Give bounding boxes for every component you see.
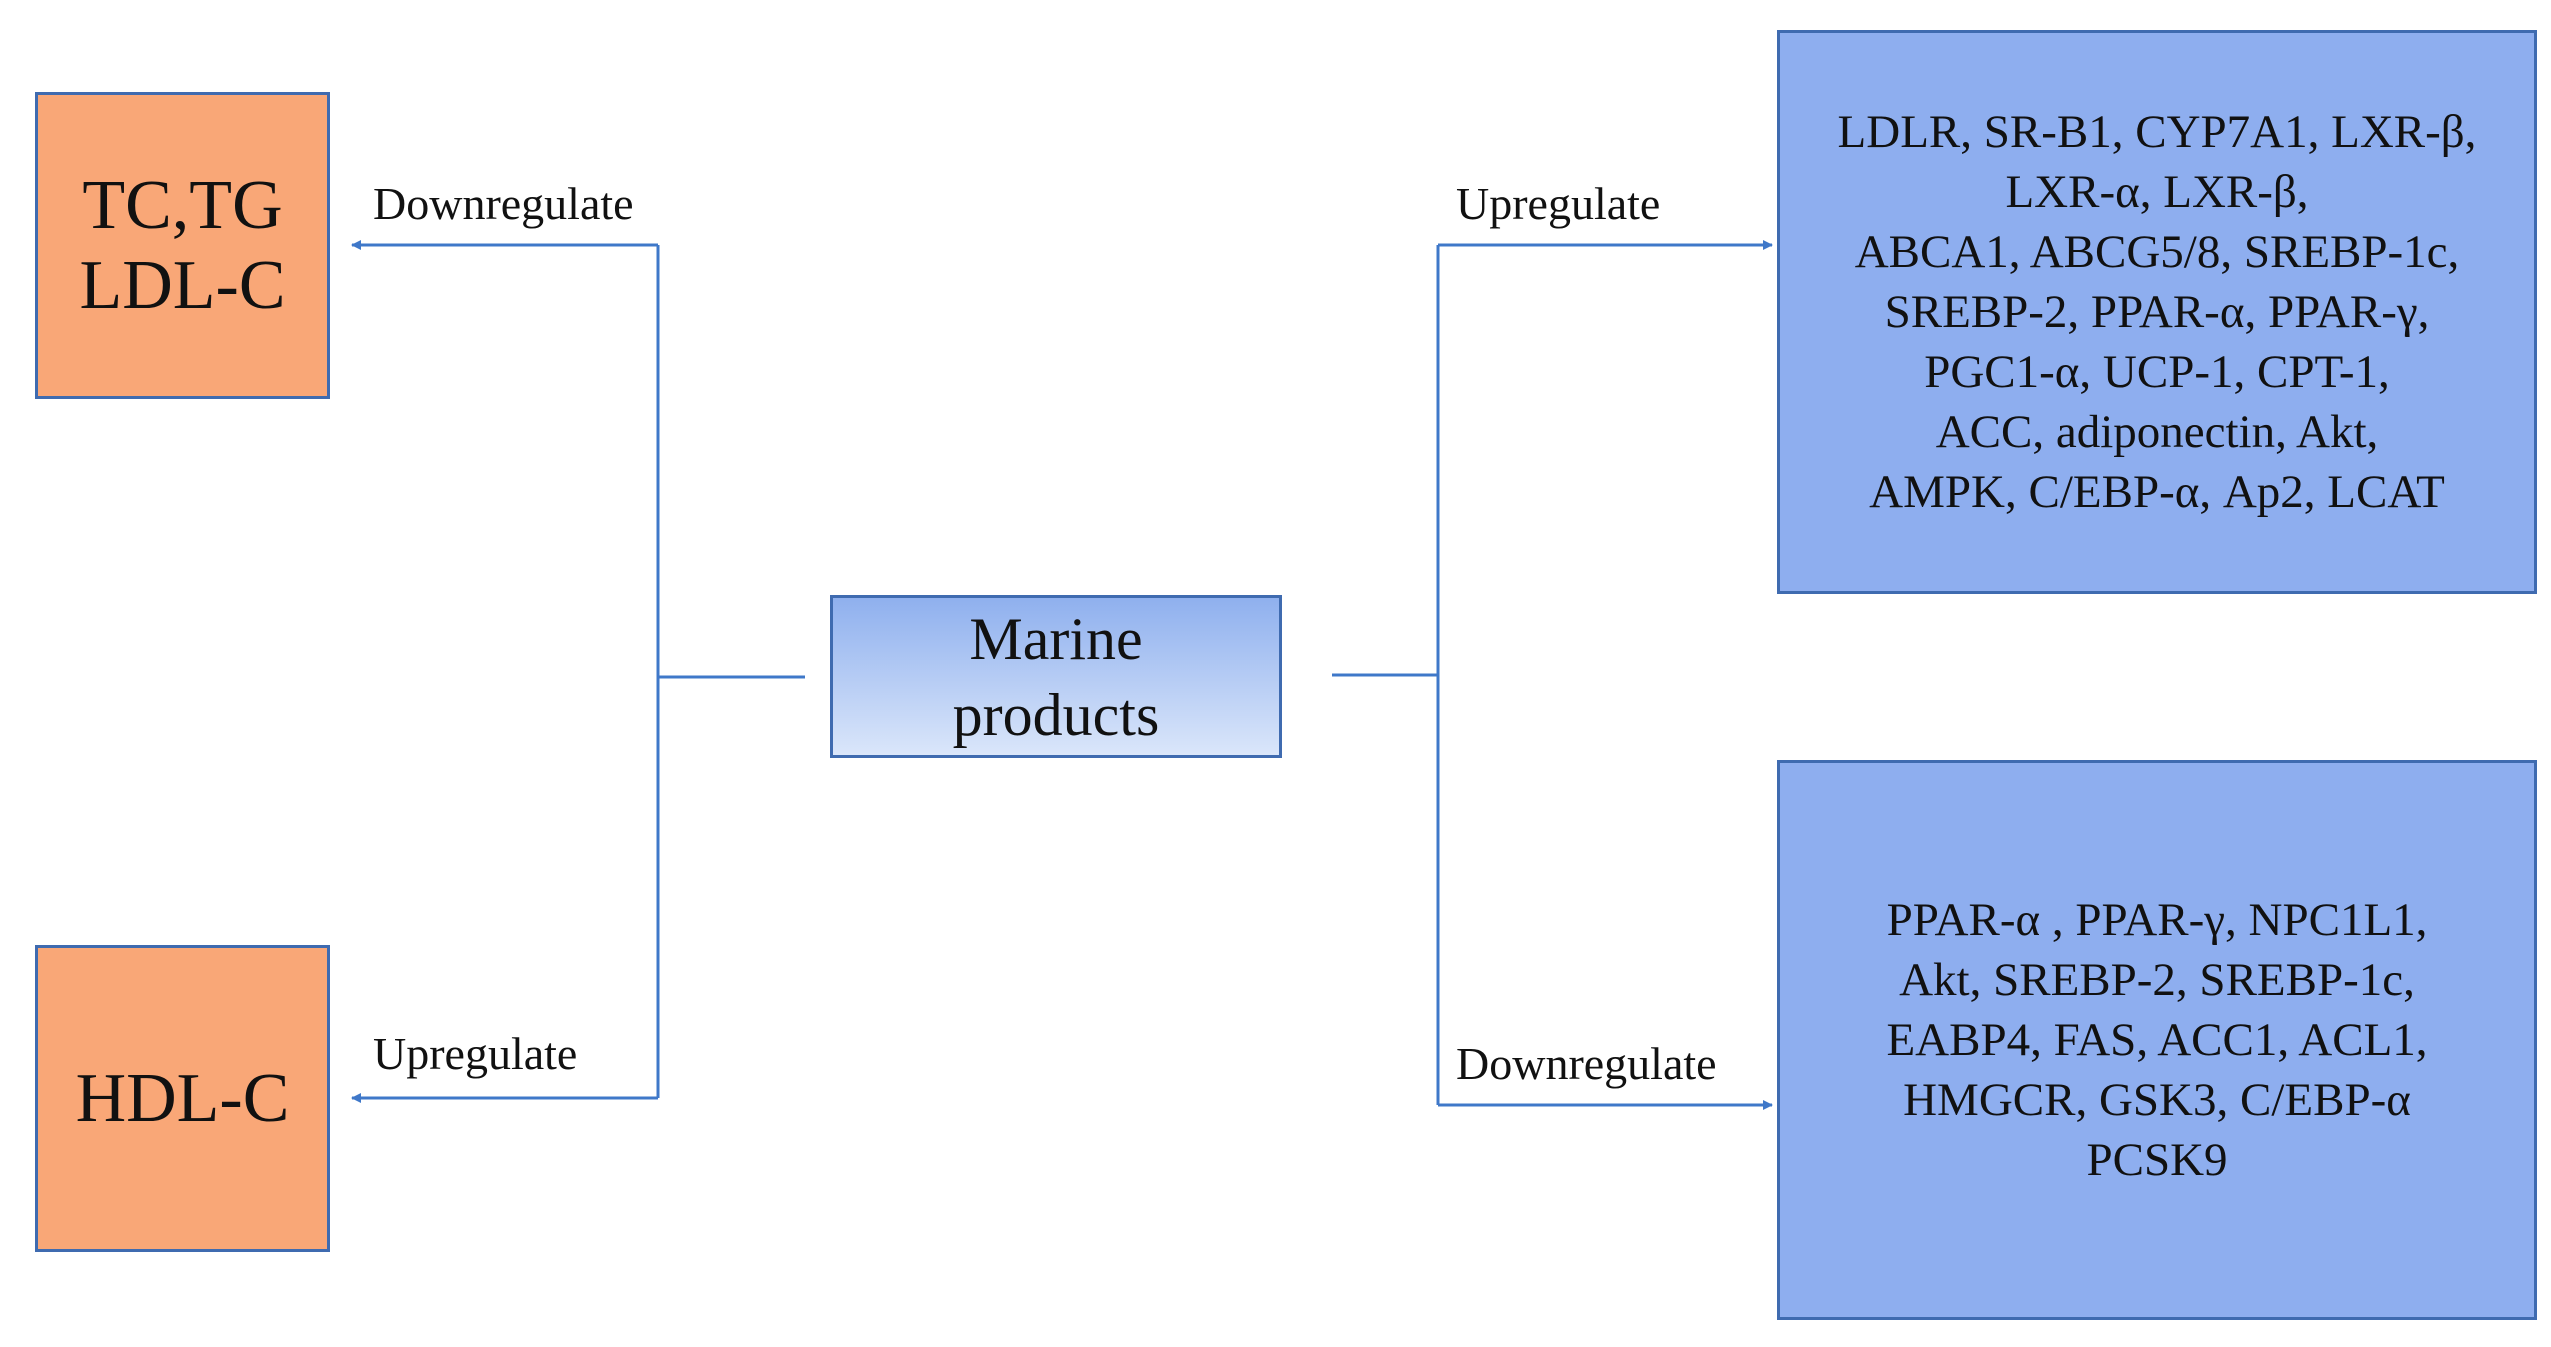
hdl-c-label: HDL-C [75, 1059, 290, 1137]
downregulated-genes-box: PPAR-α , PPAR-γ, NPC1L1, Akt, SREBP-2, S… [1777, 760, 2537, 1320]
gene-line: SREBP-2, PPAR-α, PPAR-γ, [1884, 286, 2430, 338]
right-top-upregulate-label: Upregulate [1456, 178, 1661, 229]
gene-line: AMPK, C/EBP-α, Ap2, LCAT [1869, 466, 2445, 518]
hdl-c-box: HDL-C [35, 945, 330, 1252]
upregulated-genes-box: LDLR, SR-B1, CYP7A1, LXR-β, LXR-α, LXR-β… [1777, 30, 2537, 594]
gene-line: PGC1-α, UCP-1, CPT-1, [1924, 346, 2390, 398]
tc-tg-label: TC,TG [82, 166, 283, 244]
ldl-c-label: LDL-C [79, 246, 286, 324]
gene-line: PCSK9 [2086, 1134, 2228, 1186]
gene-line: PPAR-α , PPAR-γ, NPC1L1, [1886, 894, 2428, 946]
marine-products-box: Marine products [830, 595, 1282, 758]
left-top-downregulate-label: Downregulate [373, 178, 634, 229]
gene-line: ACC, adiponectin, Akt, [1935, 406, 2379, 458]
marine-label: Marine [969, 605, 1143, 672]
gene-line: ABCA1, ABCG5/8, SREBP-1c, [1854, 226, 2460, 278]
left-bottom-upregulate-label: Upregulate [373, 1028, 578, 1079]
gene-line: Akt, SREBP-2, SREBP-1c, [1899, 954, 2415, 1006]
tc-tg-ldl-box: TC,TG LDL-C [35, 92, 330, 399]
right-bottom-downregulate-label: Downregulate [1456, 1038, 1717, 1089]
gene-line: HMGCR, GSK3, C/EBP-α [1903, 1074, 2411, 1126]
products-label: products [952, 681, 1160, 748]
gene-line: EABP4, FAS, ACC1, ACL1, [1886, 1014, 2428, 1066]
gene-line: LXR-α, LXR-β, [2005, 166, 2309, 218]
gene-line: LDLR, SR-B1, CYP7A1, LXR-β, [1837, 106, 2477, 158]
